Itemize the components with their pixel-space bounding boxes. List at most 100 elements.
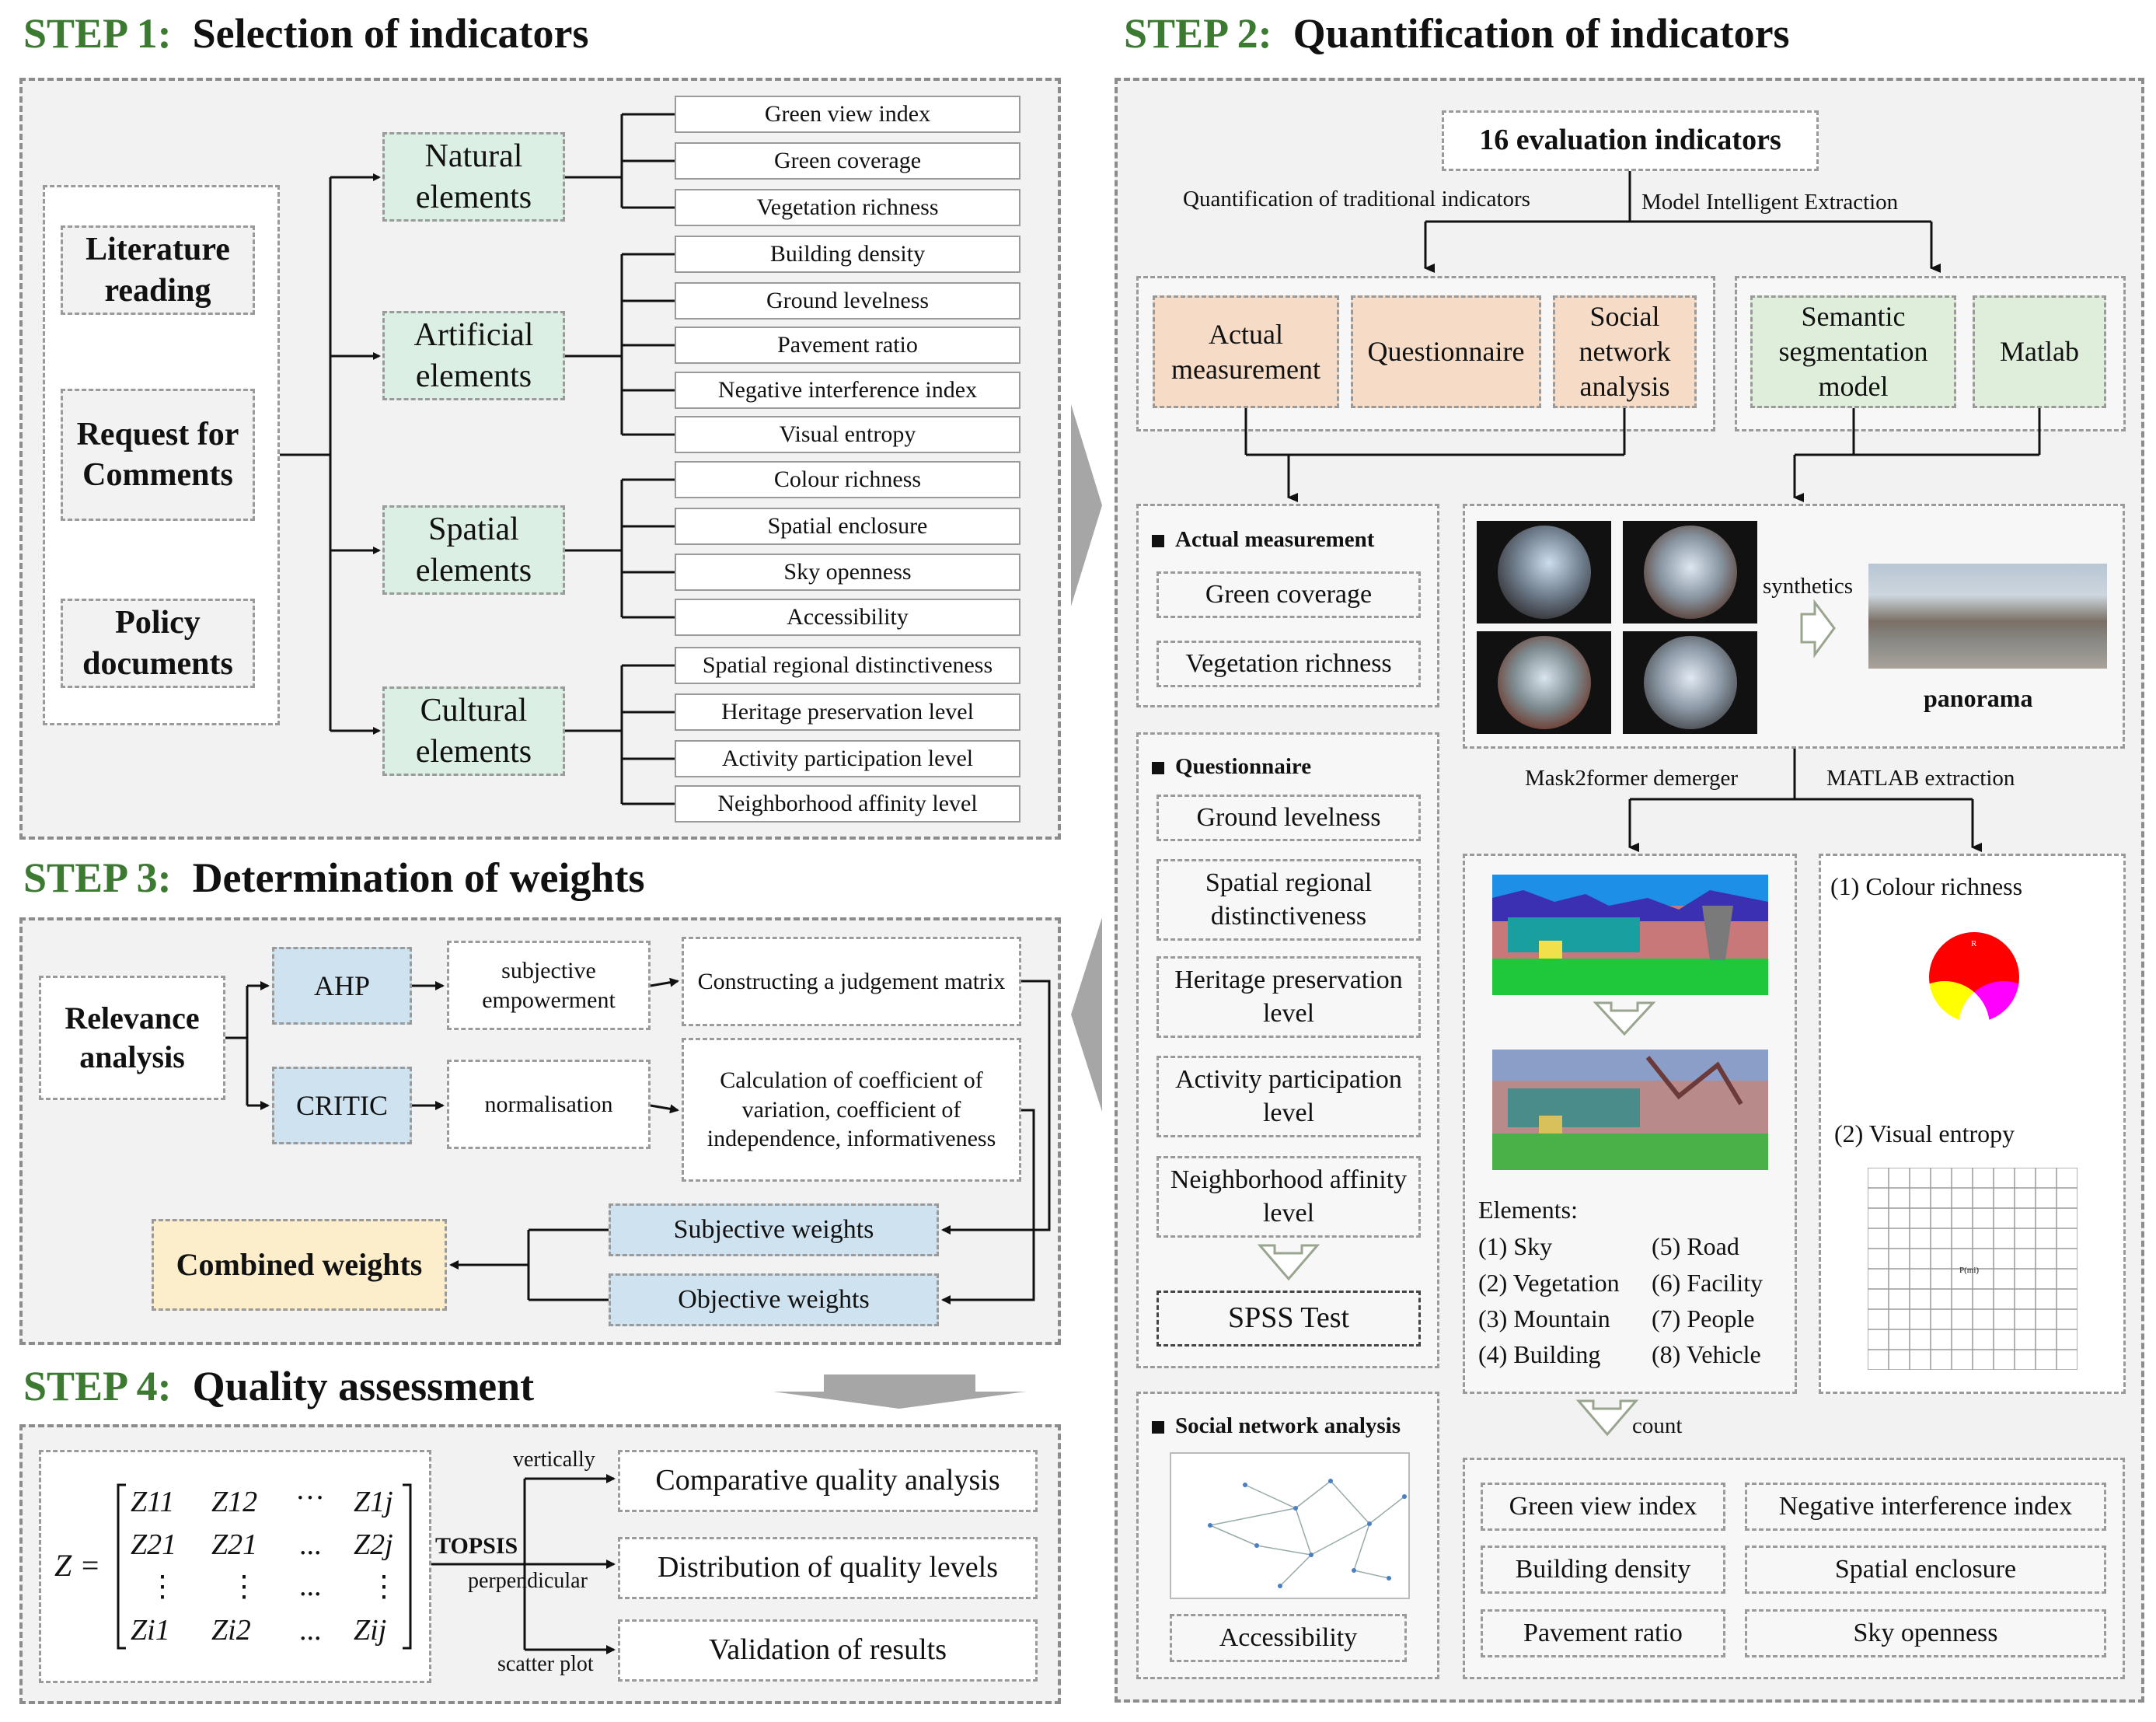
out-negative-interference: Negative interference index — [1745, 1483, 2106, 1531]
group-natural: Natural elements — [382, 132, 565, 222]
bullet-square-icon — [1152, 1421, 1164, 1434]
outputs-section — [1463, 1458, 2125, 1679]
m-41: Zi1 — [131, 1614, 170, 1647]
right-block-arrow — [1071, 404, 1102, 606]
blue-circle — [1959, 981, 2049, 1071]
indicator-green-view: Green view index — [675, 96, 1020, 133]
questionnaire-heading-text: Questionnaire — [1175, 754, 1312, 779]
matrix-lhs: Z = — [54, 1548, 101, 1583]
indicator-negative-interference: Negative interference index — [675, 372, 1020, 409]
q-neighborhood-affinity: Neighborhood affinity level — [1156, 1156, 1421, 1238]
m-43: ... — [299, 1614, 322, 1647]
m-14: Z1j — [354, 1486, 393, 1518]
method-social-network: Social network analysis — [1553, 295, 1697, 408]
bullet-square-icon — [1152, 762, 1164, 775]
social-network-heading-text: Social network analysis — [1175, 1413, 1401, 1438]
visual-entropy-label: (2) Visual entropy — [1834, 1119, 2015, 1147]
element-building: (4) Building — [1478, 1340, 1601, 1368]
m-24: Z2j — [354, 1528, 393, 1561]
indicator-colour-richness: Colour richness — [675, 461, 1020, 498]
rgb-label-r: R — [1971, 939, 1977, 948]
am-green-coverage: Green coverage — [1156, 571, 1421, 618]
m-44: Zij — [354, 1614, 387, 1647]
m-23: ... — [299, 1528, 322, 1561]
m-31: ⋮ — [148, 1570, 177, 1603]
fisheye-image-1 — [1477, 521, 1611, 623]
rgb-venn-diagram: R G B — [1900, 932, 2049, 1071]
indicator-activity-participation: Activity participation level — [675, 740, 1020, 777]
panorama-label: panorama — [1924, 684, 2033, 712]
indicator-green-coverage: Green coverage — [675, 142, 1020, 180]
m-21: Z21 — [131, 1528, 177, 1561]
element-facility: (6) Facility — [1652, 1269, 1764, 1297]
indicator-spatial-enclosure: Spatial enclosure — [675, 508, 1020, 545]
m-32: ⋮ — [229, 1570, 259, 1603]
critic-box: CRITIC — [272, 1067, 412, 1144]
bullet-square-icon — [1152, 535, 1164, 548]
group-cultural: Cultural elements — [382, 686, 565, 776]
matlab-extraction-label: MATLAB extraction — [1826, 766, 2015, 791]
group-artificial: Artificial elements — [382, 311, 565, 400]
fisheye-images — [1477, 521, 1757, 734]
branch-model-label: Model Intelligent Extraction — [1641, 190, 1899, 215]
q-activity-participation: Activity participation level — [1156, 1056, 1421, 1137]
sn-accessibility: Accessibility — [1170, 1614, 1407, 1662]
network-graph — [1170, 1452, 1410, 1599]
rgb-label-g: G — [1921, 1053, 1927, 1062]
m-12: Z12 — [211, 1486, 258, 1518]
branch-traditional-label: Quantification of traditional indicators — [1183, 187, 1530, 211]
actual-measurement-heading-text: Actual measurement — [1175, 527, 1375, 552]
actual-measurement-section — [1136, 504, 1439, 707]
out-green-view: Green view index — [1481, 1483, 1725, 1531]
segmentation-overlay-svg — [1492, 1050, 1768, 1170]
indicator-regional-distinctiveness: Spatial regional distinctiveness — [675, 647, 1020, 684]
down-block-arrow — [773, 1374, 1026, 1409]
indicator-visual-entropy: Visual entropy — [675, 416, 1020, 453]
element-vehicle: (8) Vehicle — [1652, 1340, 1761, 1368]
indicator-pavement-ratio: Pavement ratio — [675, 327, 1020, 364]
actual-measurement-heading: Actual measurement — [1152, 527, 1374, 553]
m-22: Z21 — [211, 1528, 258, 1561]
left-block-arrow — [1071, 917, 1102, 1112]
m-34: ⋮ — [369, 1570, 399, 1603]
element-people: (7) People — [1652, 1305, 1755, 1333]
step1-title: STEP 1: Selection of indicators — [23, 9, 589, 58]
element-road: (5) Road — [1652, 1232, 1739, 1260]
edge-perpendicular: perpendicular — [468, 1569, 588, 1593]
element-sky: (1) Sky — [1478, 1232, 1553, 1260]
indicator-ground-levelness: Ground levelness — [675, 282, 1020, 320]
source-rfc: Request for Comments — [61, 389, 255, 521]
segmentation-overlay-image — [1492, 1050, 1768, 1170]
m-33: ... — [299, 1570, 322, 1602]
indicator-vegetation-richness: Vegetation richness — [675, 189, 1020, 226]
output-comparative: Comparative quality analysis — [618, 1450, 1038, 1512]
indicator-sky-openness: Sky openness — [675, 554, 1020, 591]
count-label: count — [1632, 1413, 1683, 1438]
combined-weights-box: Combined weights — [152, 1219, 447, 1311]
q-heritage-preservation: Heritage preservation level — [1156, 956, 1421, 1038]
spss-test-box: SPSS Test — [1156, 1291, 1421, 1347]
am-vegetation-richness: Vegetation richness — [1156, 641, 1421, 687]
colour-richness-label: (1) Colour richness — [1830, 872, 2023, 900]
step4-heading: Quality assessment — [192, 1363, 535, 1409]
q-ground-levelness: Ground levelness — [1156, 795, 1421, 841]
fisheye-image-3 — [1477, 631, 1611, 734]
method-matlab: Matlab — [1973, 295, 2106, 408]
step4-title: STEP 4: Quality assessment — [23, 1362, 534, 1410]
method-semantic-segmentation: Semantic segmentation model — [1750, 295, 1956, 408]
indicator-accessibility: Accessibility — [675, 599, 1020, 636]
step2-title: STEP 2: Quantification of indicators — [1124, 9, 1790, 58]
topsis-label: TOPSIS — [435, 1533, 518, 1559]
grid-cell-label: P(mi) — [1959, 1266, 1979, 1275]
step4-number: STEP 4: — [23, 1363, 172, 1409]
step1-number: STEP 1: — [23, 10, 172, 57]
step3-number: STEP 3: — [23, 854, 172, 901]
edge-vertically: vertically — [513, 1448, 595, 1472]
indicator-neighborhood-affinity: Neighborhood affinity level — [675, 785, 1020, 823]
m-13: ··· — [295, 1482, 325, 1514]
matrix-box — [39, 1450, 431, 1683]
network-graph-svg — [1208, 1479, 1407, 1588]
normalisation-box: normalisation — [447, 1060, 651, 1149]
edge-scatter: scatter plot — [497, 1652, 594, 1676]
relevance-analysis-box: Relevance analysis — [39, 976, 225, 1100]
